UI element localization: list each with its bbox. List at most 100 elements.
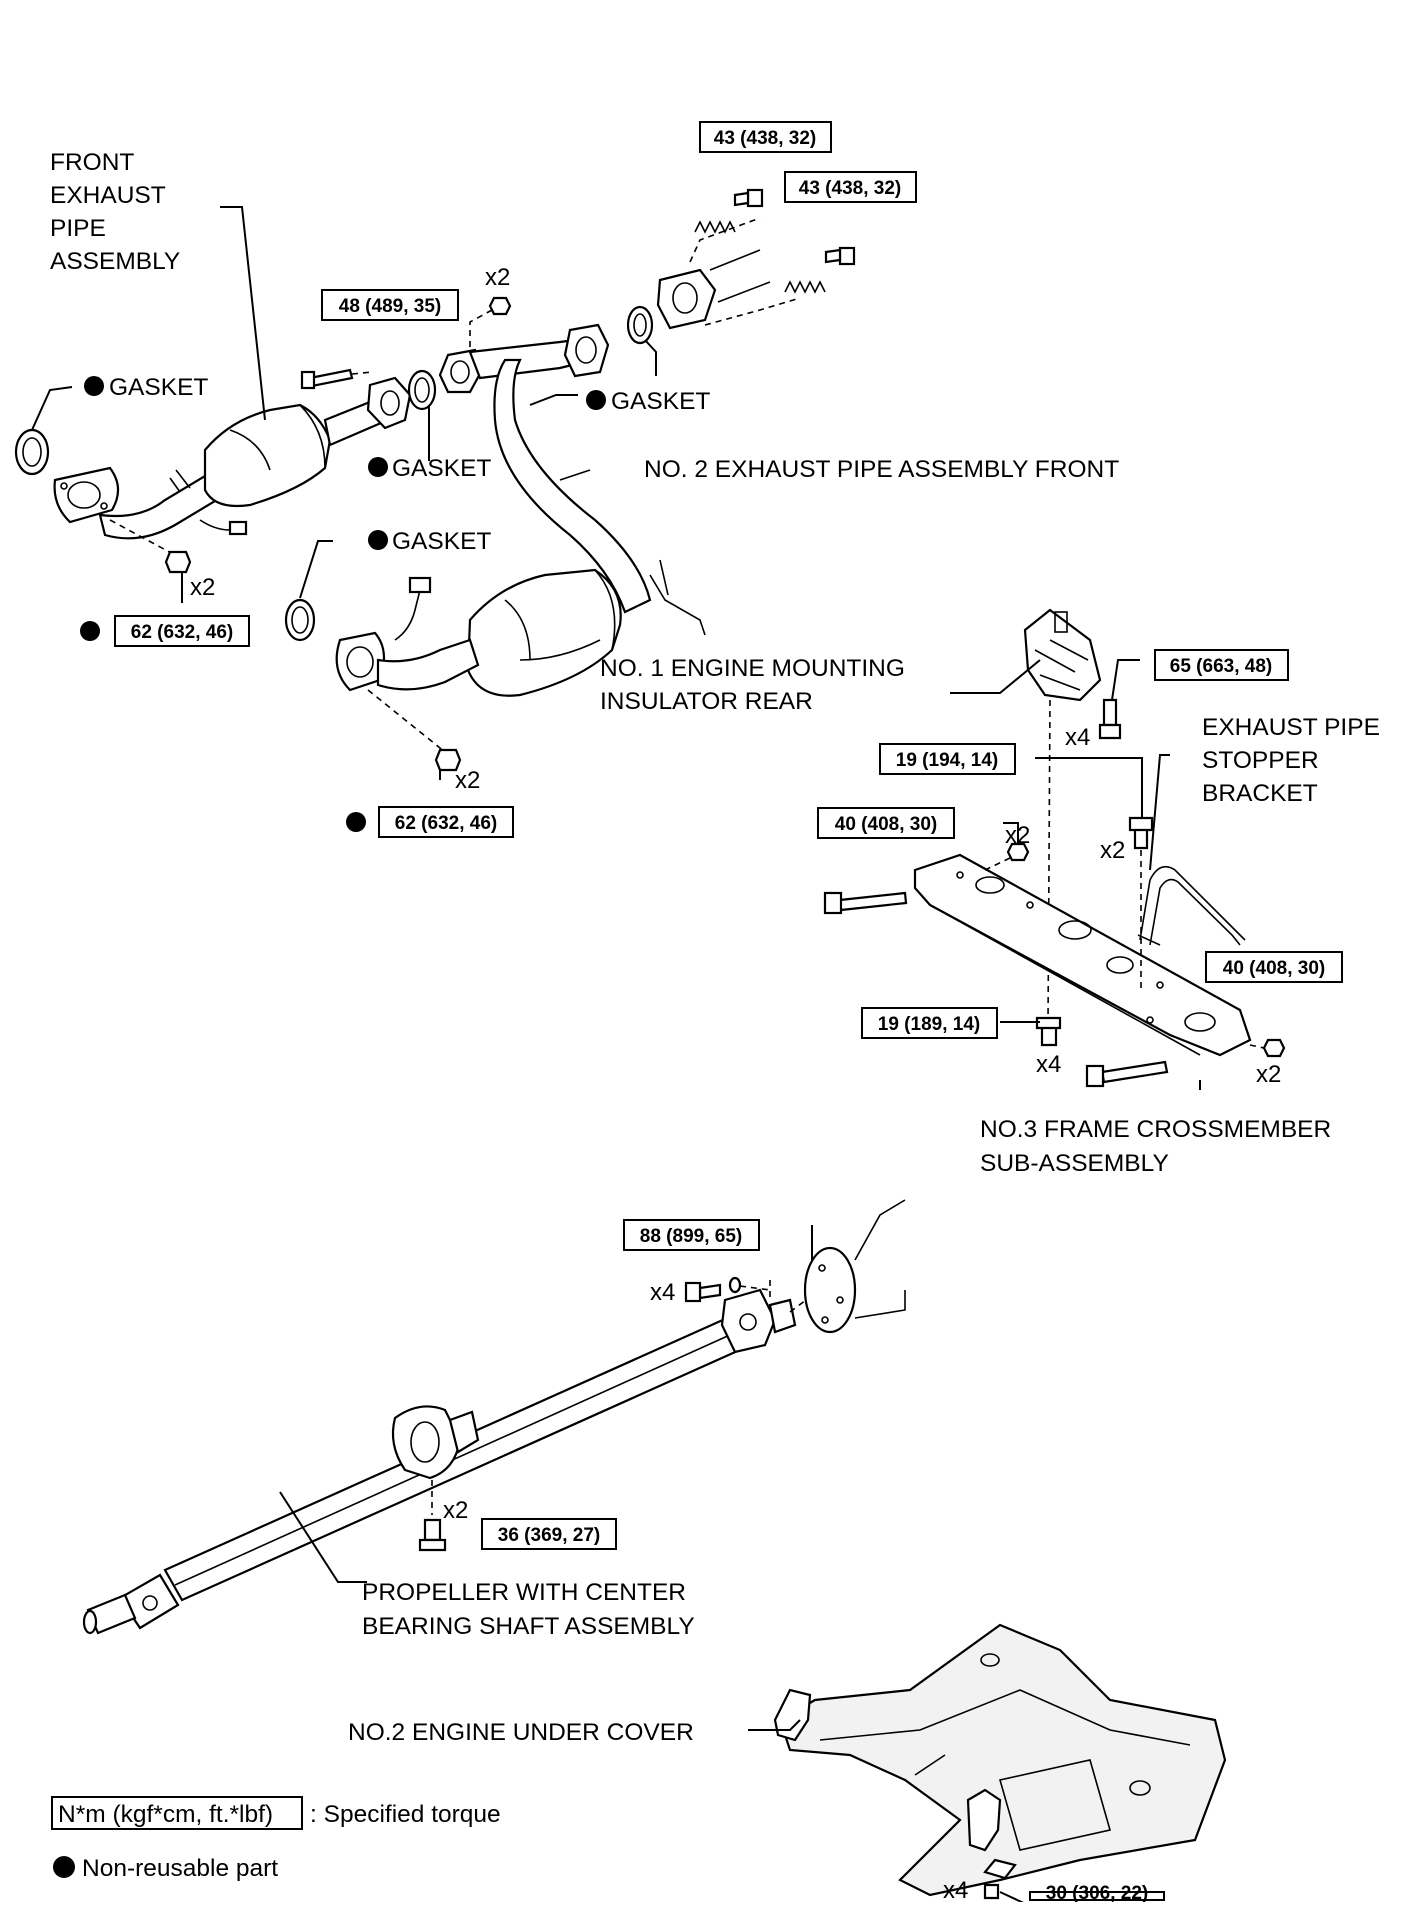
label-gasket-2: GASKET — [392, 455, 491, 482]
spring-bolt-upper — [746, 188, 764, 208]
flange-bolt — [308, 368, 354, 388]
torque-40a: 40 (408, 30) — [835, 814, 937, 835]
leader-lines — [31, 206, 1201, 1906]
nonreusable-dot — [80, 621, 100, 641]
label-propeller-1: PROPELLER WITH CENTER — [362, 1579, 686, 1606]
gasket-ring-front — [14, 428, 50, 476]
under-cover-body — [778, 1623, 1227, 1897]
torque-box-40a — [817, 807, 955, 839]
label-front-exhaust-4: ASSEMBLY — [50, 248, 180, 275]
torque-box-43b — [784, 171, 917, 203]
torque-19b: 19 (189, 14) — [878, 1014, 980, 1035]
legend-unit: N*m (kgf*cm, ft.*lbf) — [58, 1801, 273, 1828]
torque-box-30 — [1029, 1891, 1165, 1901]
legend: N*m (kgf*cm, ft.*lbf) : Specified torque… — [51, 1796, 501, 1882]
torque-box-40b — [1205, 951, 1343, 983]
mult-x4: x4 — [1065, 724, 1090, 751]
spring-bolt-lower — [838, 246, 856, 266]
mult-x4: x4 — [650, 1279, 675, 1306]
label-engine-mount-1: NO. 1 ENGINE MOUNTING — [600, 655, 905, 682]
nonreusable-dot — [368, 457, 388, 477]
front-flange-nut — [164, 550, 192, 574]
stopper-bracket — [1139, 865, 1246, 941]
legend-nonreusable-dot — [53, 1856, 75, 1878]
nonreusable-dot — [346, 812, 366, 832]
part-labels: FRONT EXHAUST PIPE ASSEMBLY GASKET GASKE… — [50, 149, 1380, 1746]
label-engine-mount-2: INSULATOR REAR — [600, 688, 813, 715]
center-bearing-bolt — [423, 1518, 442, 1542]
legend-unit-box — [51, 1796, 303, 1830]
torque-box-62a — [114, 615, 250, 647]
mult-x2: x2 — [443, 1497, 468, 1524]
torque-48: 48 (489, 35) — [339, 296, 441, 317]
engine-mount-insulator — [1023, 608, 1102, 702]
label-stopper-3: BRACKET — [1202, 780, 1318, 807]
torque-specs: 43 (438, 32) 43 (438, 32) 48 (489, 35) 6… — [80, 121, 1343, 1904]
torque-88: 88 (899, 65) — [640, 1226, 742, 1247]
label-no2-exhaust-front: NO. 2 EXHAUST PIPE ASSEMBLY FRONT — [644, 456, 1119, 483]
label-crossmember-2: SUB-ASSEMBLY — [980, 1150, 1169, 1177]
torque-43a: 43 (438, 32) — [714, 128, 816, 149]
mult-x2: x2 — [190, 574, 215, 601]
rear-flange-spring-set — [469, 188, 856, 350]
differential-flange — [803, 1246, 857, 1334]
mult-x4: x4 — [1036, 1051, 1061, 1078]
crossmember-assembly-drawing — [823, 608, 1286, 1088]
mult-x2: x2 — [1256, 1061, 1281, 1088]
under-cover-drawing — [773, 1623, 1227, 1900]
crossmember-body — [913, 853, 1252, 1057]
no2-exhaust-pipe-body — [493, 358, 652, 614]
crossmember-bolt-upper — [838, 891, 908, 912]
torque-box-19b — [861, 1007, 998, 1039]
label-propeller-2: BEARING SHAFT ASSEMBLY — [362, 1613, 695, 1640]
mult-x4: x4 — [943, 1877, 968, 1902]
propeller-shaft-drawing — [82, 1199, 906, 1635]
front-exhaust-pipe-drawing — [14, 368, 437, 574]
label-gasket-3: GASKET — [392, 528, 491, 555]
torque-36: 36 (369, 27) — [498, 1525, 600, 1546]
torque-box-48 — [321, 289, 459, 321]
torque-30: 30 (306, 22) — [1046, 1883, 1148, 1902]
torque-box-88 — [623, 1219, 760, 1251]
front-flange — [53, 466, 120, 524]
under-cover-bolt — [983, 1883, 1000, 1900]
torque-62b: 62 (632, 46) — [395, 813, 497, 834]
label-under-cover: NO.2 ENGINE UNDER COVER — [348, 1719, 694, 1746]
center-bearing — [391, 1405, 462, 1480]
mult-x2: x2 — [1005, 822, 1030, 849]
torque-box-65 — [1154, 649, 1289, 681]
quantity-multipliers: x2 x2 x2 x4 x2 x2 x4 x2 x4 x2 x4 — [190, 264, 1281, 1904]
mult-x2: x2 — [1100, 837, 1125, 864]
torque-40b: 40 (408, 30) — [1223, 958, 1325, 979]
label-front-exhaust-1: FRONT — [50, 149, 134, 176]
mult-x2: x2 — [485, 264, 510, 291]
no2-exhaust-pipe-drawing — [284, 323, 706, 772]
torque-box-43a — [699, 121, 832, 153]
label-crossmember-1: NO.3 FRAME CROSSMEMBER — [980, 1116, 1331, 1143]
label-front-exhaust-2: EXHAUST — [50, 182, 166, 209]
flange-bolt-88 — [684, 1281, 702, 1303]
label-gasket-1: GASKET — [109, 374, 208, 401]
mult-x2: x2 — [455, 767, 480, 794]
nonreusable-dot — [586, 390, 606, 410]
gasket-ring-middle — [407, 369, 437, 411]
gasket-ring-lower — [284, 598, 316, 642]
torque-box-36 — [481, 1518, 617, 1550]
label-gasket-4: GASKET — [611, 388, 710, 415]
label-stopper-1: EXHAUST PIPE — [1202, 714, 1380, 741]
crossmember-bolt-lower — [1100, 1060, 1169, 1084]
torque-65: 65 (663, 48) — [1170, 656, 1272, 677]
torque-43b: 43 (438, 32) — [799, 178, 901, 199]
label-front-exhaust-3: PIPE — [50, 215, 106, 242]
torque-62a: 62 (632, 46) — [131, 622, 233, 643]
legend-nonreusable: Non-reusable part — [82, 1855, 278, 1882]
torque-box-62b — [378, 806, 514, 838]
label-stopper-2: STOPPER — [1202, 747, 1319, 774]
nonreusable-dot — [368, 530, 388, 550]
y-pipe-nut — [488, 296, 512, 316]
legend-unit-desc: : Specified torque — [310, 1801, 501, 1828]
rear-catalytic-converter — [466, 568, 622, 697]
torque-box-19a — [879, 743, 1016, 775]
